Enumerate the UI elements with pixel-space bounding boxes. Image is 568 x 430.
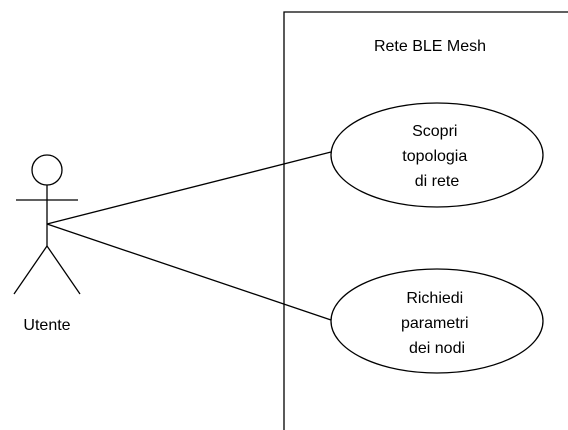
use-case-scopri-topologia[interactable]: Scopri topologia di rete [330, 102, 544, 208]
actor-left-leg [13, 245, 48, 295]
use-case-ellipse [330, 268, 544, 374]
use-case-label-line: parametri [401, 315, 469, 332]
use-case-label-line: Scopri [412, 123, 457, 140]
actor-label: Utente [23, 317, 70, 334]
system-boundary [283, 11, 568, 430]
system-boundary-title: Rete BLE Mesh [374, 38, 486, 55]
use-case-richiedi-parametri[interactable]: Richiedi parametri dei nodi [330, 268, 544, 374]
association-line-scopri [46, 151, 332, 225]
actor-right-leg [46, 245, 81, 295]
use-case-ellipse [330, 102, 544, 208]
use-case-label-line: topologia [402, 148, 467, 165]
use-case-label: Richiedi parametri dei nodi [401, 290, 473, 357]
actor-utente[interactable] [13, 154, 81, 295]
use-case-label-line: Richiedi [406, 290, 463, 307]
actor-head [31, 154, 63, 186]
association-line-richiedi [46, 223, 332, 321]
use-case-label-line: di rete [415, 173, 460, 190]
use-case-label-line: dei nodi [409, 340, 465, 357]
use-case-label: Scopri topologia di rete [402, 123, 471, 190]
